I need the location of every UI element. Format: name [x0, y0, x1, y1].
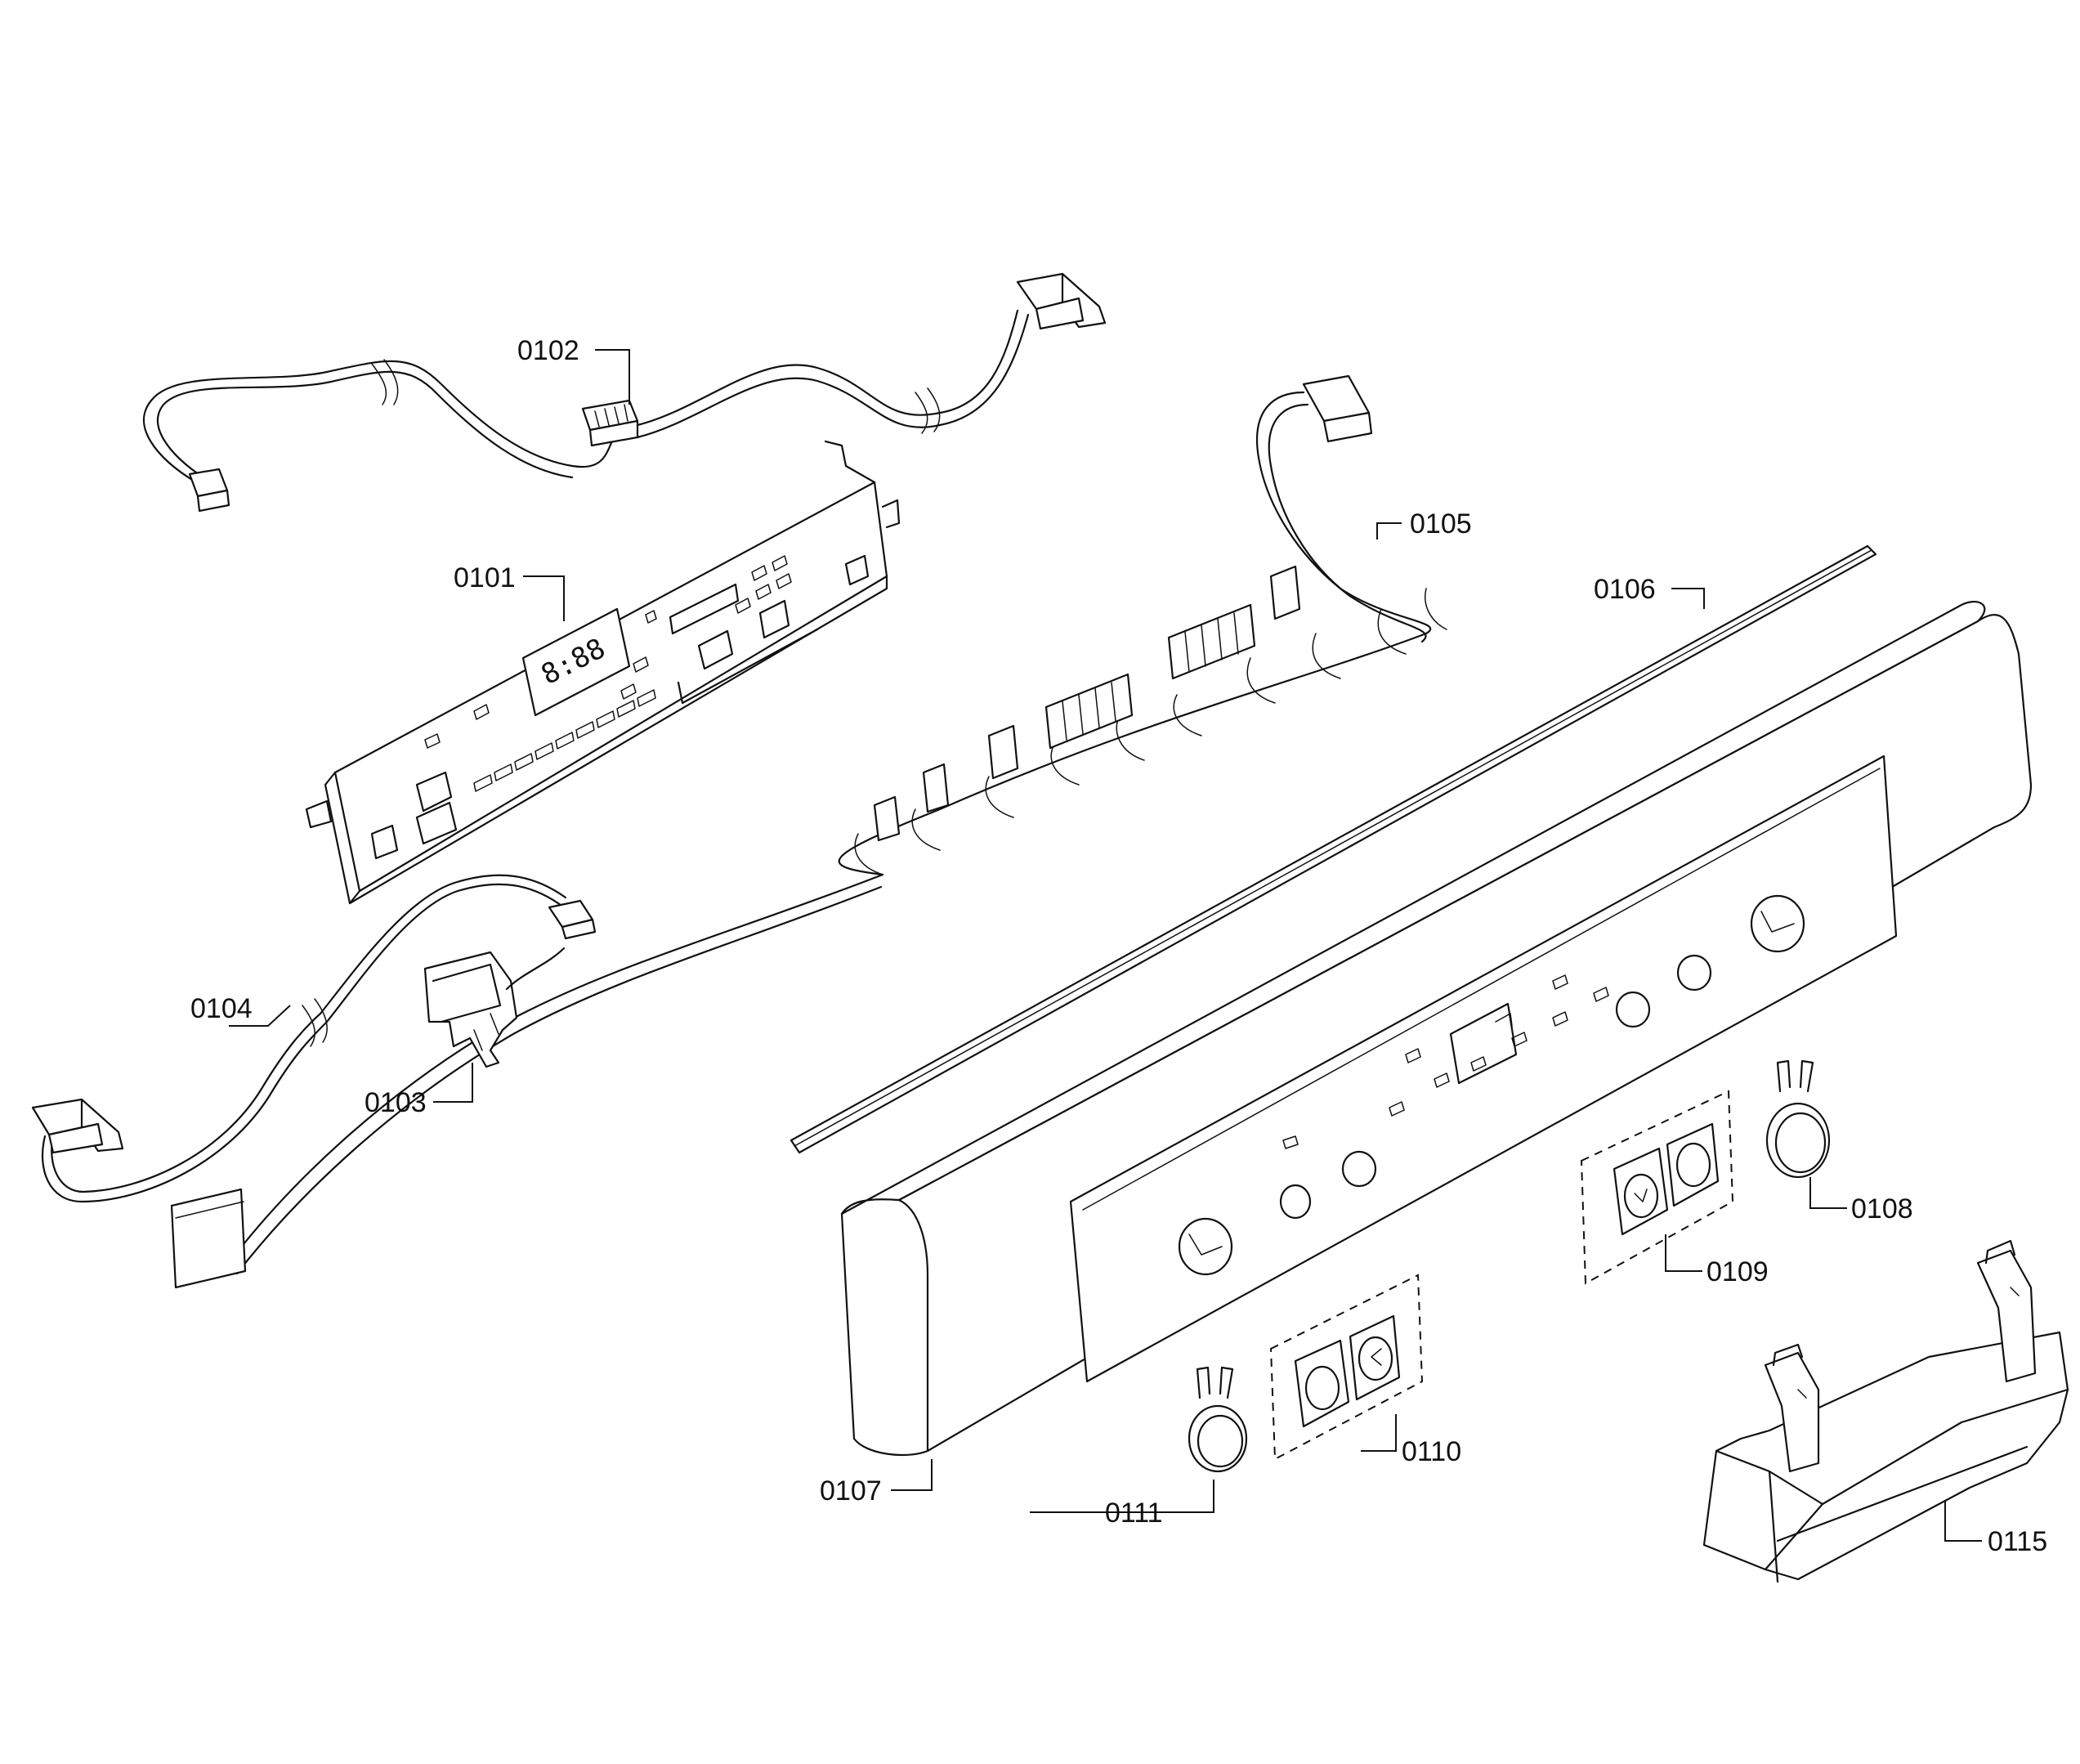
label-0103: 0103 [365, 1087, 427, 1118]
knob-0111 [1188, 1366, 1248, 1473]
switch-0103 [423, 947, 566, 1068]
label-0104: 0104 [190, 993, 253, 1024]
wiring-harness-0105 [170, 374, 1447, 1289]
bracket-0115 [1702, 1239, 2069, 1583]
label-0105: 0105 [1410, 508, 1472, 539]
wiring-harness-0104 [31, 874, 597, 1203]
label-0111: 0111 [1105, 1498, 1163, 1529]
board-led-row [424, 555, 792, 792]
control-board-0101: 8:88 [305, 440, 901, 905]
label-0108: 0108 [1851, 1193, 1913, 1225]
label-0106: 0106 [1594, 574, 1656, 605]
label-0109: 0109 [1706, 1256, 1769, 1287]
label-0101: 0101 [454, 562, 516, 593]
label-0115: 0115 [1988, 1526, 2047, 1557]
button-set-0109 [1580, 1090, 1734, 1285]
label-0110: 0110 [1402, 1436, 1461, 1467]
gasket-strip-0106 [790, 544, 1877, 1154]
control-panel-0107 [840, 601, 2033, 1457]
wiring-harness-0102 [142, 272, 1107, 513]
knob-0108 [1765, 1059, 1831, 1179]
part-labels: 0102 0101 0105 0106 0104 0103 0108 0109 … [190, 335, 2047, 1557]
label-0107: 0107 [820, 1475, 882, 1507]
label-0102: 0102 [517, 335, 579, 366]
button-set-0110 [1269, 1274, 1424, 1461]
leader-lines [229, 349, 1982, 1542]
